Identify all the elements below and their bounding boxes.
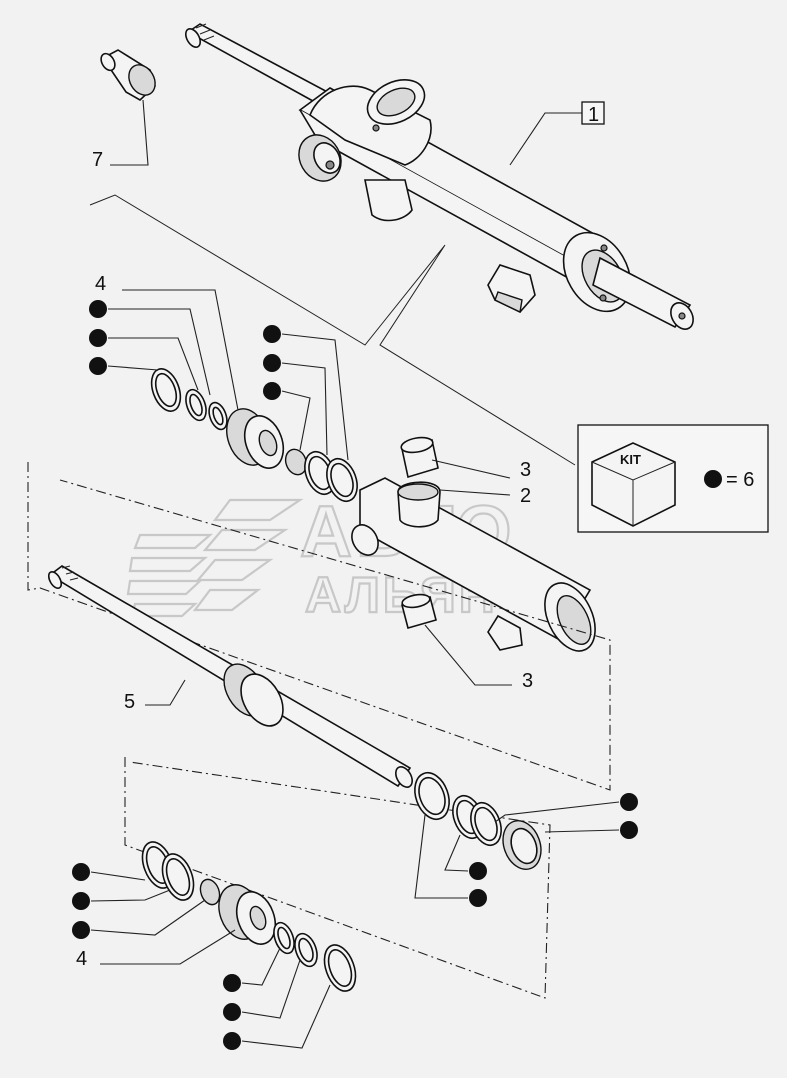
kit-quantity: = 6 [726, 469, 754, 491]
lower-seal-leaders [90, 871, 331, 1049]
seal-marker-icon [223, 1032, 241, 1050]
seal-marker-icon [223, 1003, 241, 1021]
lower-right-leaders [414, 801, 620, 899]
callout-housing: 1 [588, 104, 599, 126]
callout-bushing-c: 3 [522, 670, 533, 692]
lower-right-markers [469, 793, 638, 907]
seal-marker-icon [263, 354, 281, 372]
seal-marker-icon [620, 821, 638, 839]
cap-leader [110, 99, 149, 166]
seal-marker-icon [72, 921, 90, 939]
cap-part [100, 49, 156, 101]
seal-marker-icon [223, 974, 241, 992]
kit-seal-marker-icon [704, 470, 722, 488]
housing-part [184, 23, 694, 330]
seal-marker-icon [72, 892, 90, 910]
bushing-top-leader [431, 459, 511, 479]
kit-label: KIT [620, 452, 641, 467]
callout-piston-lower: 4 [76, 948, 87, 970]
bushing-bottom-leader [424, 624, 512, 686]
seal-marker-icon [89, 357, 107, 375]
bushing-a-leader [439, 489, 511, 496]
seal-marker-icon [89, 329, 107, 347]
housing-to-kit-line [89, 194, 576, 466]
lower-seal-markers [72, 863, 241, 1050]
seal-marker-icon [72, 863, 90, 881]
kit-box: KIT = 6 [577, 424, 769, 533]
upper-seal-stack [150, 368, 358, 503]
seal-marker-icon [263, 325, 281, 343]
seal-marker-icon [469, 862, 487, 880]
callout-housing-box [581, 101, 605, 125]
seal-marker-icon [263, 382, 281, 400]
watermark-emblem [126, 498, 304, 618]
callout-piston-upper: 4 [95, 273, 106, 295]
lower-seal-stack [141, 841, 357, 992]
seal-marker-icon [89, 300, 107, 318]
assembly-line-upper [27, 462, 611, 791]
rod-leader [145, 679, 186, 706]
housing-leader [509, 112, 585, 166]
callout-rod: 5 [124, 691, 135, 713]
seal-marker-icon [620, 793, 638, 811]
rod-part [47, 565, 413, 788]
callout-cap: 7 [92, 149, 103, 171]
bushing-bottom [401, 593, 437, 629]
callout-bushing-a: 2 [520, 485, 531, 507]
upper-seal-markers [89, 300, 281, 400]
seal-marker-icon [469, 889, 487, 907]
assembly-line-lower [124, 757, 551, 999]
bushing-top [400, 436, 439, 479]
callout-bushing-b: 3 [520, 459, 531, 481]
upper-seal-leaders [107, 289, 349, 461]
lower-right-rings [414, 771, 542, 870]
